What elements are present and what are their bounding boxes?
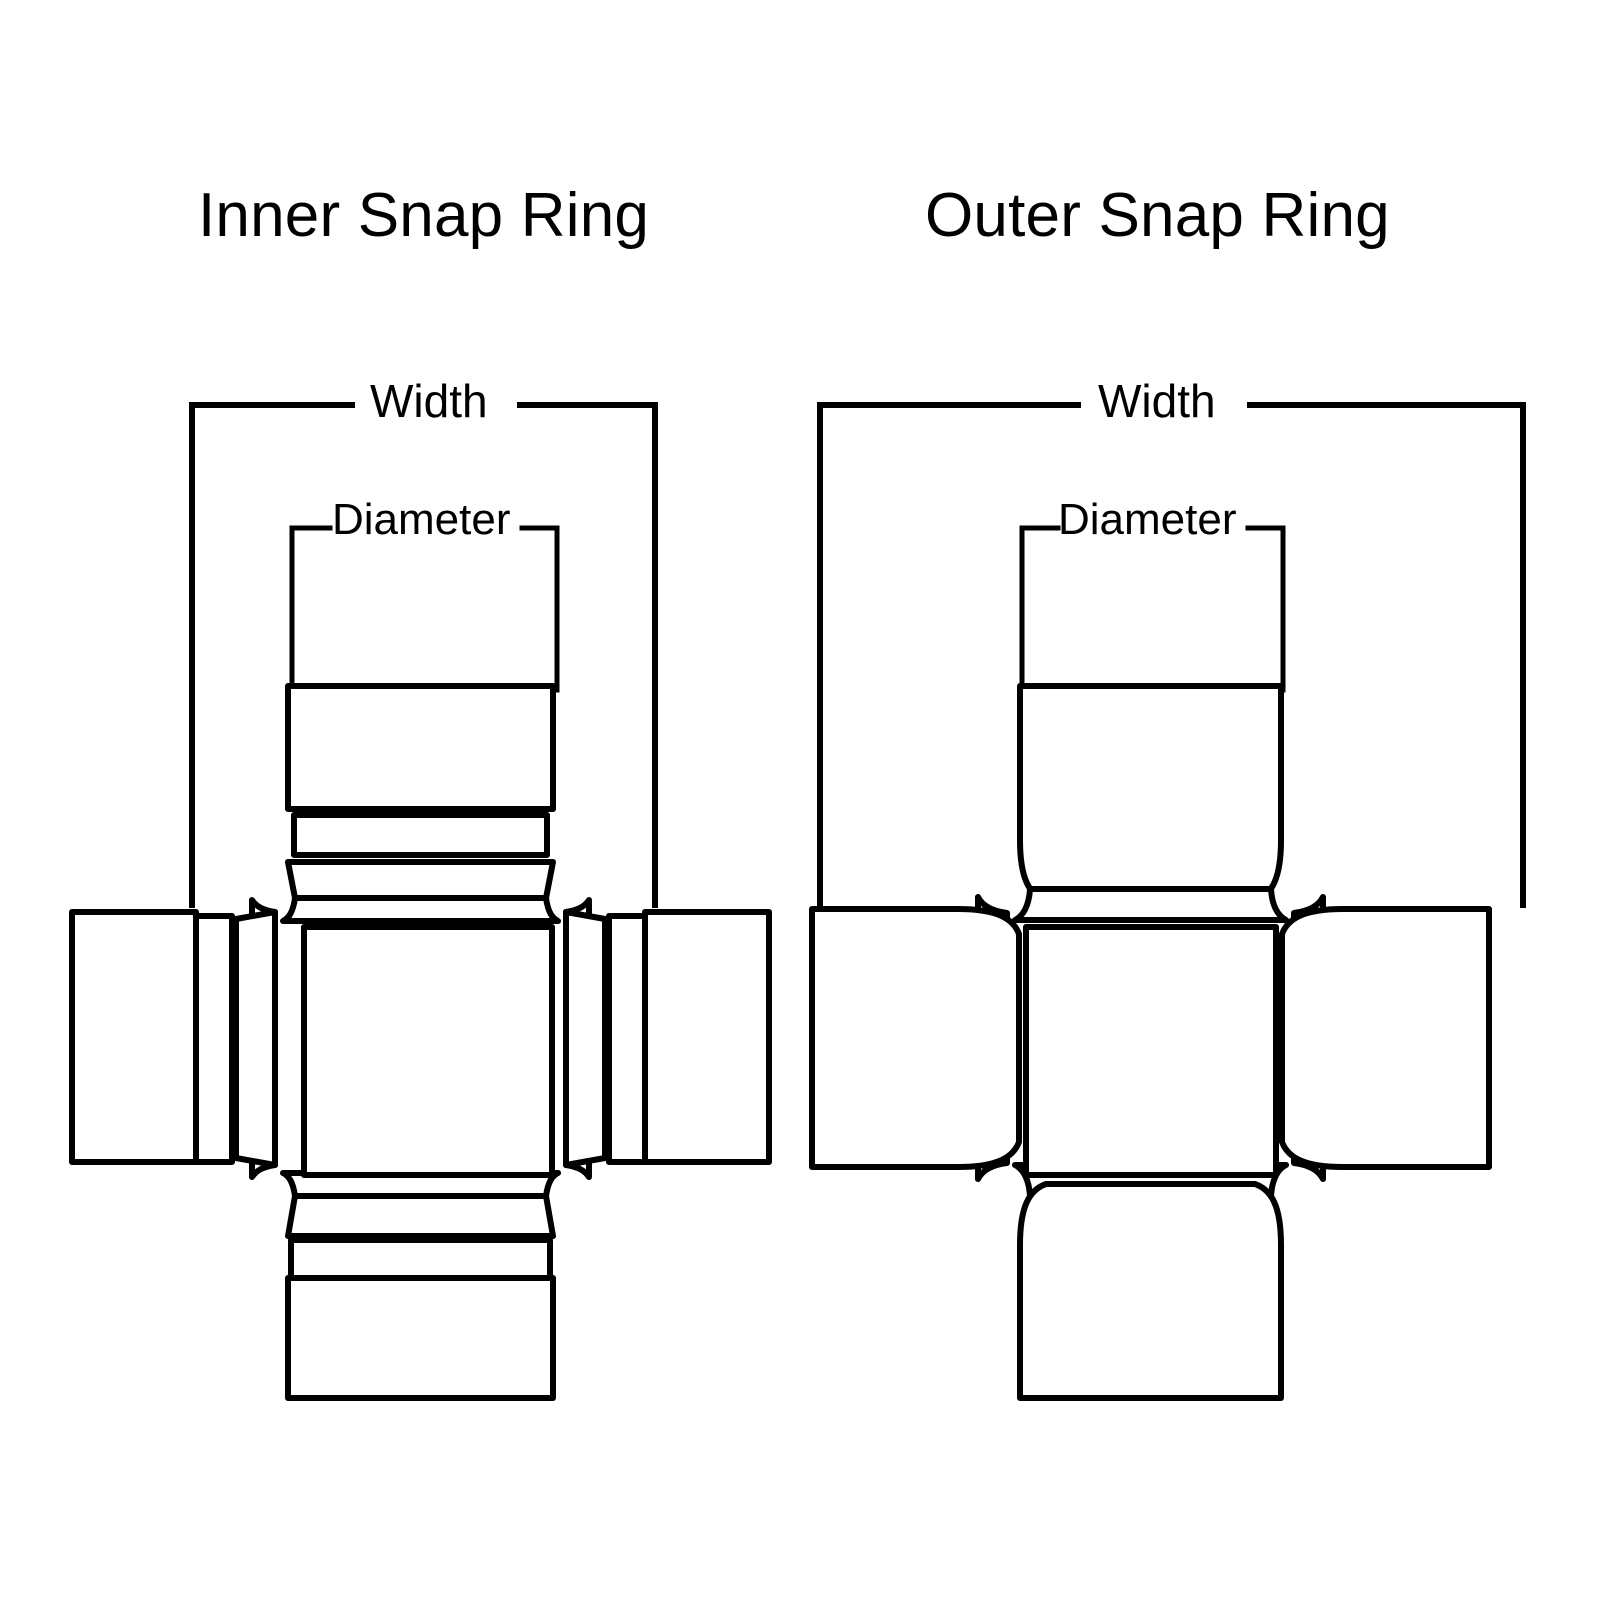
dim-label-width-inner: Width	[360, 378, 498, 424]
dim-bracket-width-outer	[817, 402, 1526, 908]
dim-label-width-outer: Width	[1088, 378, 1226, 424]
bearing-cap-bottom-outer	[1012, 1162, 1289, 1401]
bearing-cap-top-outer	[1012, 683, 1289, 923]
dim-bracket-diameter-outer	[1019, 525, 1286, 693]
panel-title-inner-snap-ring: Inner Snap Ring	[198, 181, 650, 250]
bearing-cap-left-inner	[69, 897, 278, 1180]
dim-label-diameter-outer: Diameter	[1048, 498, 1247, 542]
bearing-cap-bottom-inner	[280, 1170, 561, 1401]
inner-snap-ring-drawing	[69, 402, 772, 1401]
panel-title-outer-snap-ring: Outer Snap Ring	[925, 181, 1390, 250]
dim-bracket-diameter-inner	[289, 525, 560, 693]
bearing-cap-left-outer	[809, 894, 1022, 1182]
dim-bracket-width-inner	[189, 402, 658, 908]
bearing-cap-top-inner	[280, 683, 561, 924]
bearing-cap-right-inner	[563, 897, 772, 1180]
dim-label-diameter-inner: Diameter	[322, 498, 521, 542]
bearing-cap-right-outer	[1279, 894, 1492, 1182]
cross-body-outer	[1023, 924, 1279, 1178]
outer-snap-ring-drawing	[809, 402, 1526, 1401]
cross-body-inner	[301, 924, 555, 1178]
